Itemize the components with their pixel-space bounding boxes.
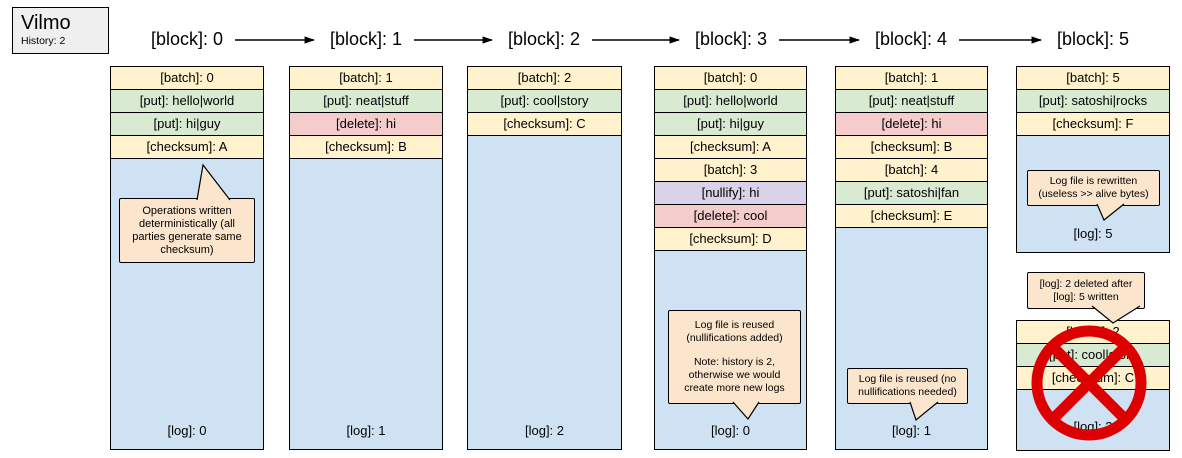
op-put: [put]: hi|guy (111, 113, 263, 136)
op-put: [put]: cool|story (1017, 344, 1169, 367)
callout-text: Operations written deterministically (al… (132, 204, 242, 256)
op-put: [put]: satoshi|rocks (1017, 90, 1169, 113)
legend-subtitle: History: 2 (21, 35, 66, 47)
log-label: [log]: 1 (346, 423, 386, 438)
op-put: [put]: hello|world (655, 90, 806, 113)
op-checksum: [checksum]: F (1017, 113, 1169, 136)
block-label-2: [block]: 2 (507, 29, 581, 49)
op-put: [put]: cool|story (468, 90, 621, 113)
log-label: [log]: 0 (710, 423, 751, 438)
op-batch: [batch]: 2 (468, 67, 621, 90)
op-checksum: [checksum]: C (1017, 367, 1169, 390)
op-delete: [delete]: cool (655, 205, 806, 228)
op-checksum: [checksum]: E (836, 205, 987, 228)
op-batch: [batch]: 4 (836, 159, 987, 182)
log-file-block-5: [batch]: 5 [put]: satoshi|rocks [checksu… (1016, 66, 1170, 253)
op-put: [put]: neat|stuff (836, 90, 987, 113)
op-nullify: [nullify]: hi (655, 182, 806, 205)
callout-log-reused-no-nullifications: Log file is reused (no nullifications ne… (847, 368, 968, 404)
op-checksum: [checksum]: A (111, 136, 263, 159)
callout-text: [log]: 2 deleted after [log]: 5 written (1039, 277, 1133, 303)
op-checksum: [checksum]: D (655, 228, 806, 251)
op-checksum: [checksum]: A (655, 136, 806, 159)
op-batch: [batch]: 2 (1017, 321, 1169, 344)
legend-box: Vilmo History: 2 (12, 7, 109, 54)
log-label: [log]: 2 (524, 423, 565, 438)
legend-title: Vilmo (21, 12, 71, 34)
op-put: [put]: hi|guy (655, 113, 806, 136)
op-batch: [batch]: 3 (655, 159, 806, 182)
block-label-1: [block]: 1 (329, 29, 403, 49)
op-put: [put]: neat|stuff (290, 90, 442, 113)
log-label: [log]: 1 (891, 423, 932, 438)
block-label-0: [block]: 0 (150, 29, 224, 49)
log-label: [log]: 0 (167, 423, 207, 438)
block-label-4: [block]: 4 (874, 29, 948, 49)
callout-log-reused-nullifications: Log file is reused (nullifications added… (668, 310, 801, 404)
callout-operations-deterministic: Operations written deterministically (al… (119, 198, 255, 263)
callout-text: Log file is rewritten (useless >> alive … (1038, 175, 1149, 200)
callout-text: Log file is reused (nullifications added… (686, 319, 783, 344)
deleted-log-file: [batch]: 2 [put]: cool|story [checksum]:… (1016, 320, 1170, 451)
op-put: [put]: satoshi|fan (836, 182, 987, 205)
callout-log-deleted: [log]: 2 deleted after [log]: 5 written (1027, 272, 1145, 309)
op-batch: [batch]: 1 (836, 67, 987, 90)
log-file-block-1: [batch]: 1 [put]: neat|stuff [delete]: h… (289, 66, 443, 450)
callout-log-rewritten: Log file is rewritten (useless >> alive … (1027, 170, 1160, 206)
op-delete: [delete]: hi (290, 113, 442, 136)
op-batch: [batch]: 1 (290, 67, 442, 90)
callout-text: Note: history is 2, otherwise we would c… (684, 356, 785, 394)
op-checksum: [checksum]: B (290, 136, 442, 159)
log-label: [log]: 2 (1073, 419, 1113, 434)
op-put: [put]: hello|world (111, 90, 263, 113)
log-file-block-2: [batch]: 2 [put]: cool|story [checksum]:… (467, 66, 622, 450)
log-label: [log]: 5 (1073, 226, 1113, 241)
op-checksum: [checksum]: C (468, 113, 621, 136)
block-label-5: [block]: 5 (1056, 29, 1130, 49)
op-batch: [batch]: 5 (1017, 67, 1169, 90)
op-delete: [delete]: hi (836, 113, 987, 136)
op-batch: [batch]: 0 (655, 67, 806, 90)
op-batch: [batch]: 0 (111, 67, 263, 90)
callout-text: Log file is reused (no nullifications ne… (858, 373, 957, 398)
block-label-3: [block]: 3 (694, 29, 768, 49)
op-checksum: [checksum]: B (836, 136, 987, 159)
